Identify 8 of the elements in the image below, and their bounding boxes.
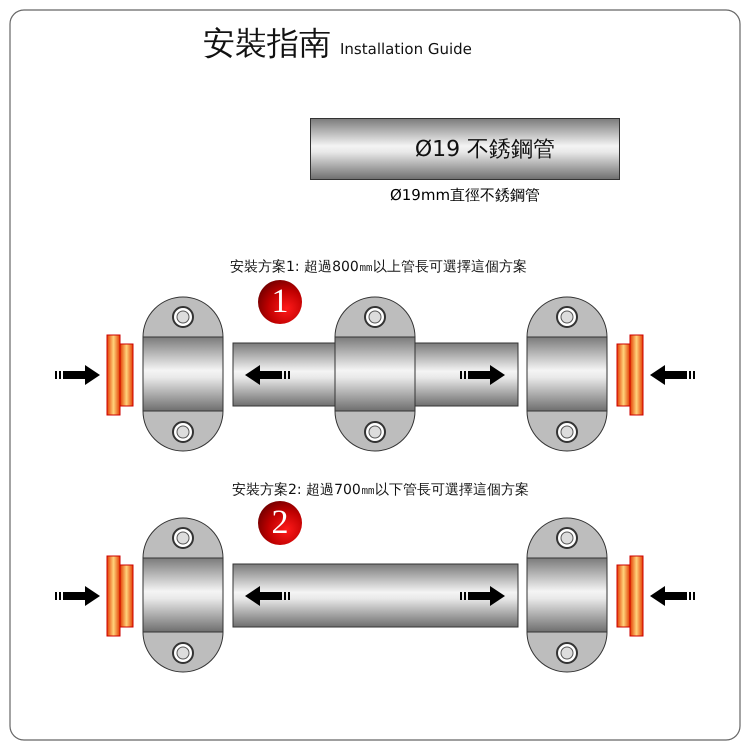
step-number: 1 [258, 280, 302, 324]
pipe-label: Ø19 不銹鋼管 [414, 136, 556, 164]
step-number: 2 [258, 501, 302, 545]
pipe-caption: Ø19mm直徑不銹鋼管 [388, 186, 542, 205]
scheme-note: 安裝方案2: 超過700㎜以下管長可選擇這個方案 [232, 481, 529, 499]
scheme-note: 安裝方案1: 超過800㎜以上管長可選擇這個方案 [230, 258, 527, 276]
title: 安裝指南 [203, 23, 331, 64]
subtitle: Installation Guide [340, 40, 472, 58]
